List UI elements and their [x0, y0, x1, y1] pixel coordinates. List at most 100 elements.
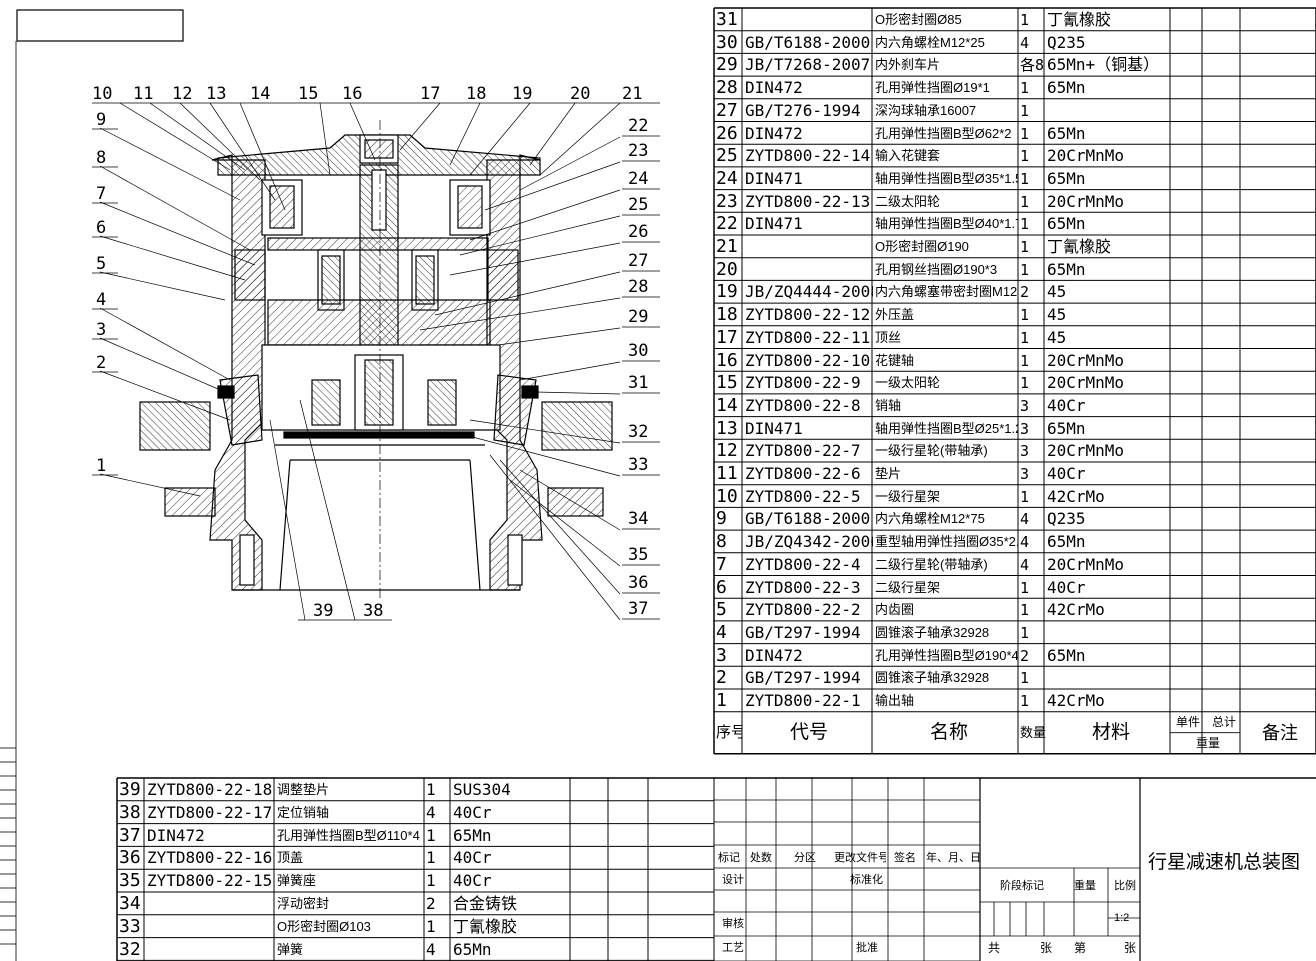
- bom-code: [147, 917, 275, 938]
- bom-seq: 32: [119, 939, 141, 960]
- bom-material: 65Mn: [453, 939, 492, 959]
- bom-name: 圆锥滚子轴承32928: [875, 670, 990, 686]
- bom-seq: 18: [716, 305, 738, 326]
- bom-code: ZYTD800-22-3: [745, 577, 861, 597]
- bom-qty: 4: [1020, 555, 1030, 574]
- callout-label: 24: [628, 171, 649, 187]
- callout-label: 32: [628, 424, 649, 440]
- callout-label: 27: [628, 253, 649, 269]
- tb-standard: 标准化: [850, 874, 883, 886]
- bom-name: O形密封圈Ø190: [875, 239, 969, 254]
- callout-label: 9: [96, 112, 107, 128]
- bom-material: 45: [1047, 305, 1067, 325]
- bom-qty: 4: [1020, 510, 1030, 529]
- bom-code: DIN472: [745, 123, 803, 143]
- bom-seq: 8: [716, 532, 727, 553]
- bom-name: 孔用弹性挡圈B型Ø62*2: [875, 125, 1012, 141]
- tb-design: 设计: [722, 874, 744, 886]
- bom-name: 一级行星轮(带轴承): [875, 443, 988, 459]
- bom-seq: 33: [119, 916, 141, 937]
- bom-header-weight: 重量: [1196, 735, 1220, 750]
- tb-mark: 标记: [718, 852, 740, 864]
- bom-code: GB/T6188-2000: [745, 509, 871, 529]
- bom-material: 65Mn: [1047, 418, 1086, 438]
- bom-seq: 3: [716, 645, 727, 666]
- bom-seq: 29: [716, 55, 738, 76]
- callout-label: 13: [206, 86, 227, 102]
- bom-seq: 6: [716, 577, 727, 598]
- bom-material: Q235: [1047, 509, 1086, 529]
- tb-stage-mark: 阶段标记: [1000, 880, 1044, 892]
- callout-label: 19: [512, 86, 533, 102]
- bom-header-code: 代号: [790, 721, 829, 743]
- bom-code: ZYTD800-22-8: [745, 395, 861, 415]
- bom-seq: 9: [716, 509, 727, 530]
- bom-code: JB/T7268-2007: [745, 55, 871, 75]
- bom-qty: 1: [1020, 11, 1030, 29]
- bom-material: 42CrMo: [1047, 691, 1105, 710]
- bom-material: SUS304: [453, 780, 511, 799]
- bom-name: 输入花键套: [875, 148, 941, 164]
- bom-code: ZYTD800-22-15: [147, 871, 273, 891]
- bom-qty: 2: [426, 894, 436, 913]
- bom-qty: 4: [426, 802, 436, 822]
- bom-material: 42CrMo: [1047, 486, 1105, 506]
- bom-seq: 12: [716, 441, 738, 462]
- bom-header-qty: 数量: [1020, 724, 1046, 740]
- bom-qty: 1: [1020, 374, 1030, 393]
- bom-qty: 1: [426, 848, 436, 868]
- bom-material: 65Mn: [1047, 78, 1086, 98]
- bom-seq: 13: [716, 418, 738, 439]
- callout-label: 28: [628, 279, 649, 295]
- bom-name: 一级行星架: [875, 488, 941, 504]
- tb-sheet-no: 第: [1074, 941, 1087, 955]
- bom-qty: 1: [1020, 487, 1030, 506]
- bom-qty: 1: [1020, 215, 1030, 234]
- bom-name: 二级行星轮(带轴承): [875, 556, 988, 572]
- bom-material: 20CrMnMo: [1047, 554, 1125, 574]
- bom-qty: 1: [426, 780, 436, 799]
- bom-qty: 1: [1020, 328, 1030, 347]
- bom-material: 40Cr: [1047, 395, 1086, 415]
- bom-material: 丁氰橡胶: [1047, 10, 1112, 29]
- bom-material: 65Mn: [1047, 645, 1086, 665]
- bom-seq: 30: [716, 32, 738, 53]
- bom-material: 65Mn: [453, 825, 492, 845]
- bom-name: 外压盖: [875, 307, 915, 323]
- bom-seq: 4: [716, 622, 727, 643]
- bom-header-seq: 序号: [716, 723, 742, 741]
- bom-code: GB/T276-1994: [745, 100, 861, 120]
- bom-material: 42CrMo: [1047, 600, 1105, 620]
- bom-seq: 21: [716, 237, 738, 257]
- bom-code: DIN472: [745, 78, 803, 98]
- bom-material: 65Mn: [1047, 259, 1086, 279]
- bom-header-total-weight: 总计: [1212, 714, 1236, 729]
- bom-seq: 25: [716, 146, 738, 167]
- bom-seq: 39: [119, 780, 141, 800]
- bom-name: 内外刹车片: [875, 57, 941, 73]
- callout-label: 3: [96, 322, 107, 338]
- callout-label: 6: [96, 220, 107, 236]
- bom-name: 二级行星架: [875, 579, 941, 595]
- bom-code: [745, 237, 873, 258]
- bom-qty: 1: [1020, 692, 1030, 710]
- bom-qty: 1: [1020, 669, 1030, 688]
- bom-seq: 16: [716, 350, 738, 371]
- bom-qty: 3: [1020, 419, 1030, 438]
- callout-label: 29: [628, 309, 649, 325]
- bom-code: ZYTD800-22-17: [147, 802, 273, 822]
- bom-material: 丁氰橡胶: [453, 916, 518, 936]
- bom-qty: 1: [1020, 147, 1030, 166]
- bom-code: ZYTD800-22-4: [745, 554, 861, 574]
- bom-material: 丁氰橡胶: [1047, 237, 1112, 256]
- callout-label: 36: [628, 575, 649, 591]
- bom-material: [1047, 668, 1170, 689]
- bom-qty: 2: [1020, 283, 1030, 302]
- bom-qty: 1: [1020, 169, 1030, 188]
- bom-code: ZYTD800-22-1: [745, 691, 861, 710]
- bom-name: O形密封圈Ø103: [277, 918, 371, 934]
- leader-lines: [99, 102, 621, 621]
- bom-name: 轴用弹性挡圈B型Ø25*1.2: [875, 420, 1018, 436]
- callout-label: 17: [420, 86, 441, 102]
